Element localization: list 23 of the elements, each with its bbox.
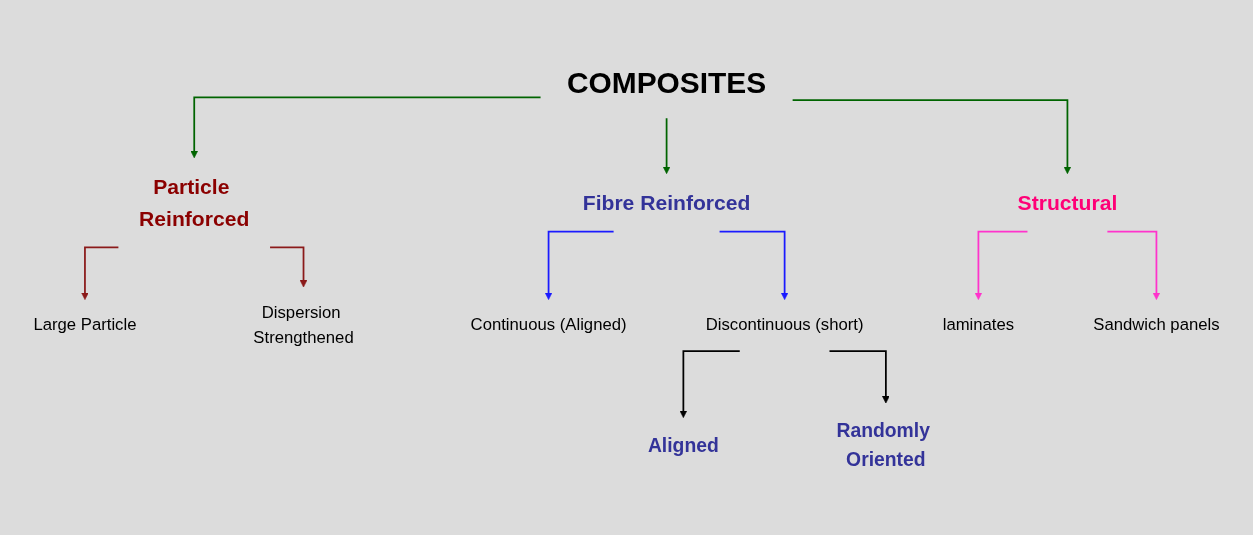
node-text: Aligned: [647, 434, 719, 457]
node-text: COMPOSITES: [566, 65, 767, 100]
arrow: [544, 231, 615, 301]
arrow: [718, 231, 789, 301]
arrow: [190, 96, 542, 159]
node-text: Particle Reinforced: [139, 174, 250, 231]
node-text: laminates: [942, 315, 1015, 335]
arrow: [81, 246, 120, 301]
arrow: [679, 350, 741, 419]
node-text: Randomly Oriented: [836, 420, 930, 472]
arrow: [828, 350, 890, 404]
node-text: Fibre Reinforced: [582, 190, 751, 215]
node-text: Large Particle: [33, 315, 137, 335]
arrow: [269, 246, 308, 288]
arrow: [974, 231, 1029, 301]
node-text: Discontinuous (short): [705, 315, 864, 335]
arrow: [662, 117, 671, 175]
arrow: [791, 99, 1072, 175]
node-text: Continuous (Aligned): [470, 315, 627, 335]
node-text: Structural: [1017, 190, 1118, 215]
arrow: [1106, 231, 1161, 301]
node-text: Sandwich panels: [1093, 315, 1220, 335]
node-text: Dispersion Strengthened: [253, 303, 354, 347]
